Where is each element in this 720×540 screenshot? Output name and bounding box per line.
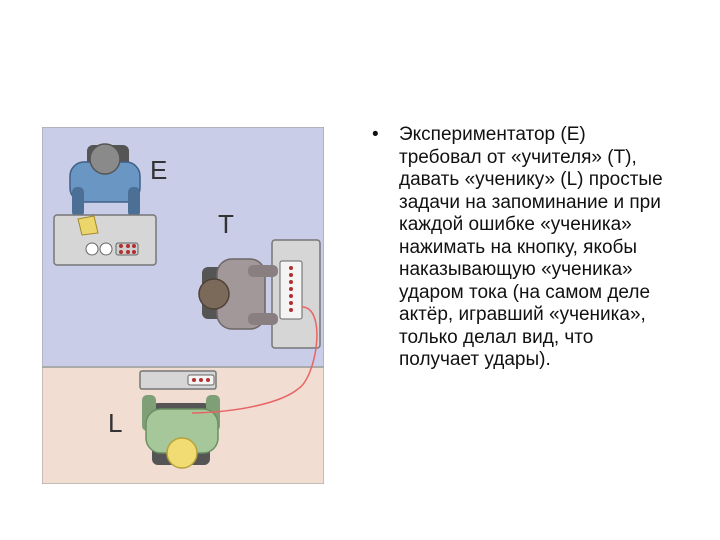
- teacher-desk: [271, 239, 321, 349]
- learner-figure: [142, 395, 220, 469]
- learner-head: [166, 437, 198, 469]
- label-e: E: [150, 155, 167, 185]
- learner-desk: [139, 370, 217, 390]
- experimenter-figure: [69, 143, 141, 217]
- bullet-marker: •: [372, 124, 379, 145]
- label-t: T: [218, 209, 234, 239]
- shock-wire: [191, 306, 318, 414]
- teacher-figure: [198, 258, 278, 330]
- experimenter-head: [89, 143, 121, 175]
- milgram-experiment-diagram: E T L: [42, 127, 324, 484]
- bullet-paragraph: • Экспериментатор (E) требовал от «учите…: [372, 124, 672, 372]
- teacher-head: [198, 278, 230, 310]
- experimenter-desk: [53, 214, 157, 266]
- diagram-svg: E T L: [42, 127, 324, 484]
- notepad-icon: [77, 215, 99, 236]
- bullet-text: Экспериментатор (E) требовал от «учителя…: [399, 124, 663, 370]
- label-l: L: [108, 408, 122, 438]
